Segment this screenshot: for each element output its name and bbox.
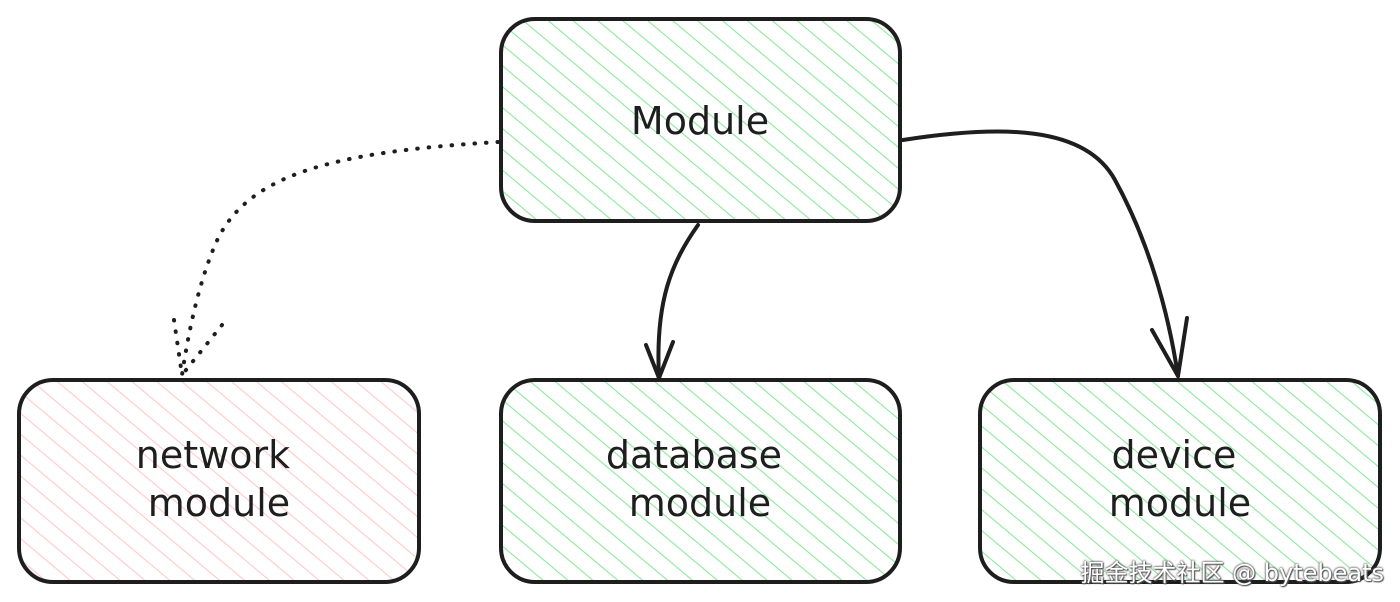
node-label-line: device: [1112, 433, 1237, 477]
dotted-connector: [180, 140, 500, 377]
node-label: database module: [606, 433, 794, 525]
arrowhead: [172, 318, 224, 377]
node-box: [499, 17, 902, 223]
node-device-module[interactable]: device module: [978, 378, 1382, 584]
node-network-module[interactable]: network module: [17, 378, 421, 584]
node-label-line: database: [606, 433, 782, 477]
node-database-module[interactable]: database module: [499, 378, 902, 584]
edge-module-to-network: [172, 140, 500, 377]
solid-connector: [656, 223, 700, 380]
arrowhead: [1150, 316, 1189, 378]
node-label-line: module: [1109, 481, 1251, 525]
node-label: network module: [136, 433, 302, 525]
node-label: Module: [631, 99, 769, 143]
solid-connector: [901, 129, 1180, 378]
watermark: 掘金技术社区 @ bytebeats: [1080, 559, 1385, 587]
node-label: device module: [1109, 433, 1251, 525]
edge-module-to-database: [644, 223, 700, 380]
edge-module-to-device: [901, 129, 1189, 378]
node-box: [499, 378, 902, 584]
node-module[interactable]: Module: [499, 17, 902, 223]
node-label-line: module: [629, 481, 771, 525]
node-label-line: network: [136, 433, 290, 477]
node-label-line: Module: [631, 99, 769, 143]
node-box: [978, 378, 1382, 584]
node-label-line: module: [148, 481, 290, 525]
node-box: [17, 378, 421, 584]
